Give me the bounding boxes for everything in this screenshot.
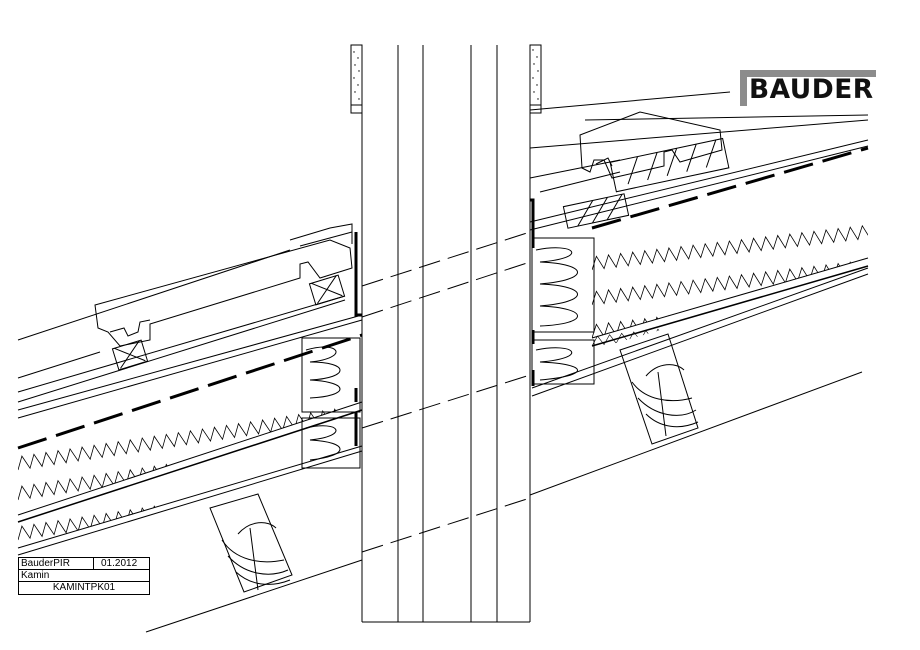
title-block-row-subject: Kamin (19, 570, 149, 582)
drawing-date: 01.2012 (101, 558, 138, 569)
right-insulation-hatch (592, 224, 868, 338)
hidden-lines (361, 231, 531, 553)
product-name: BauderPIR (21, 558, 70, 569)
chimney-plaster-texture (353, 49, 539, 100)
logo-text: BAUDER (749, 74, 874, 105)
title-block-divider (93, 558, 94, 570)
right-roof (529, 91, 869, 496)
title-block: BauderPIR 01.2012 Kamin KAMINTPK01 (18, 557, 150, 595)
drawing-code: KAMINTPK01 (52, 582, 116, 593)
title-block-row-code: KAMINTPK01 (19, 582, 149, 595)
logo-bar-left (740, 70, 747, 106)
left-roof (17, 223, 363, 633)
logo-bar-top (740, 70, 876, 77)
chimney (350, 44, 542, 623)
bauder-logo: BAUDER (740, 70, 876, 106)
title-block-row-product: BauderPIR 01.2012 (19, 558, 149, 570)
drawing-subject: Kamin (21, 570, 50, 581)
